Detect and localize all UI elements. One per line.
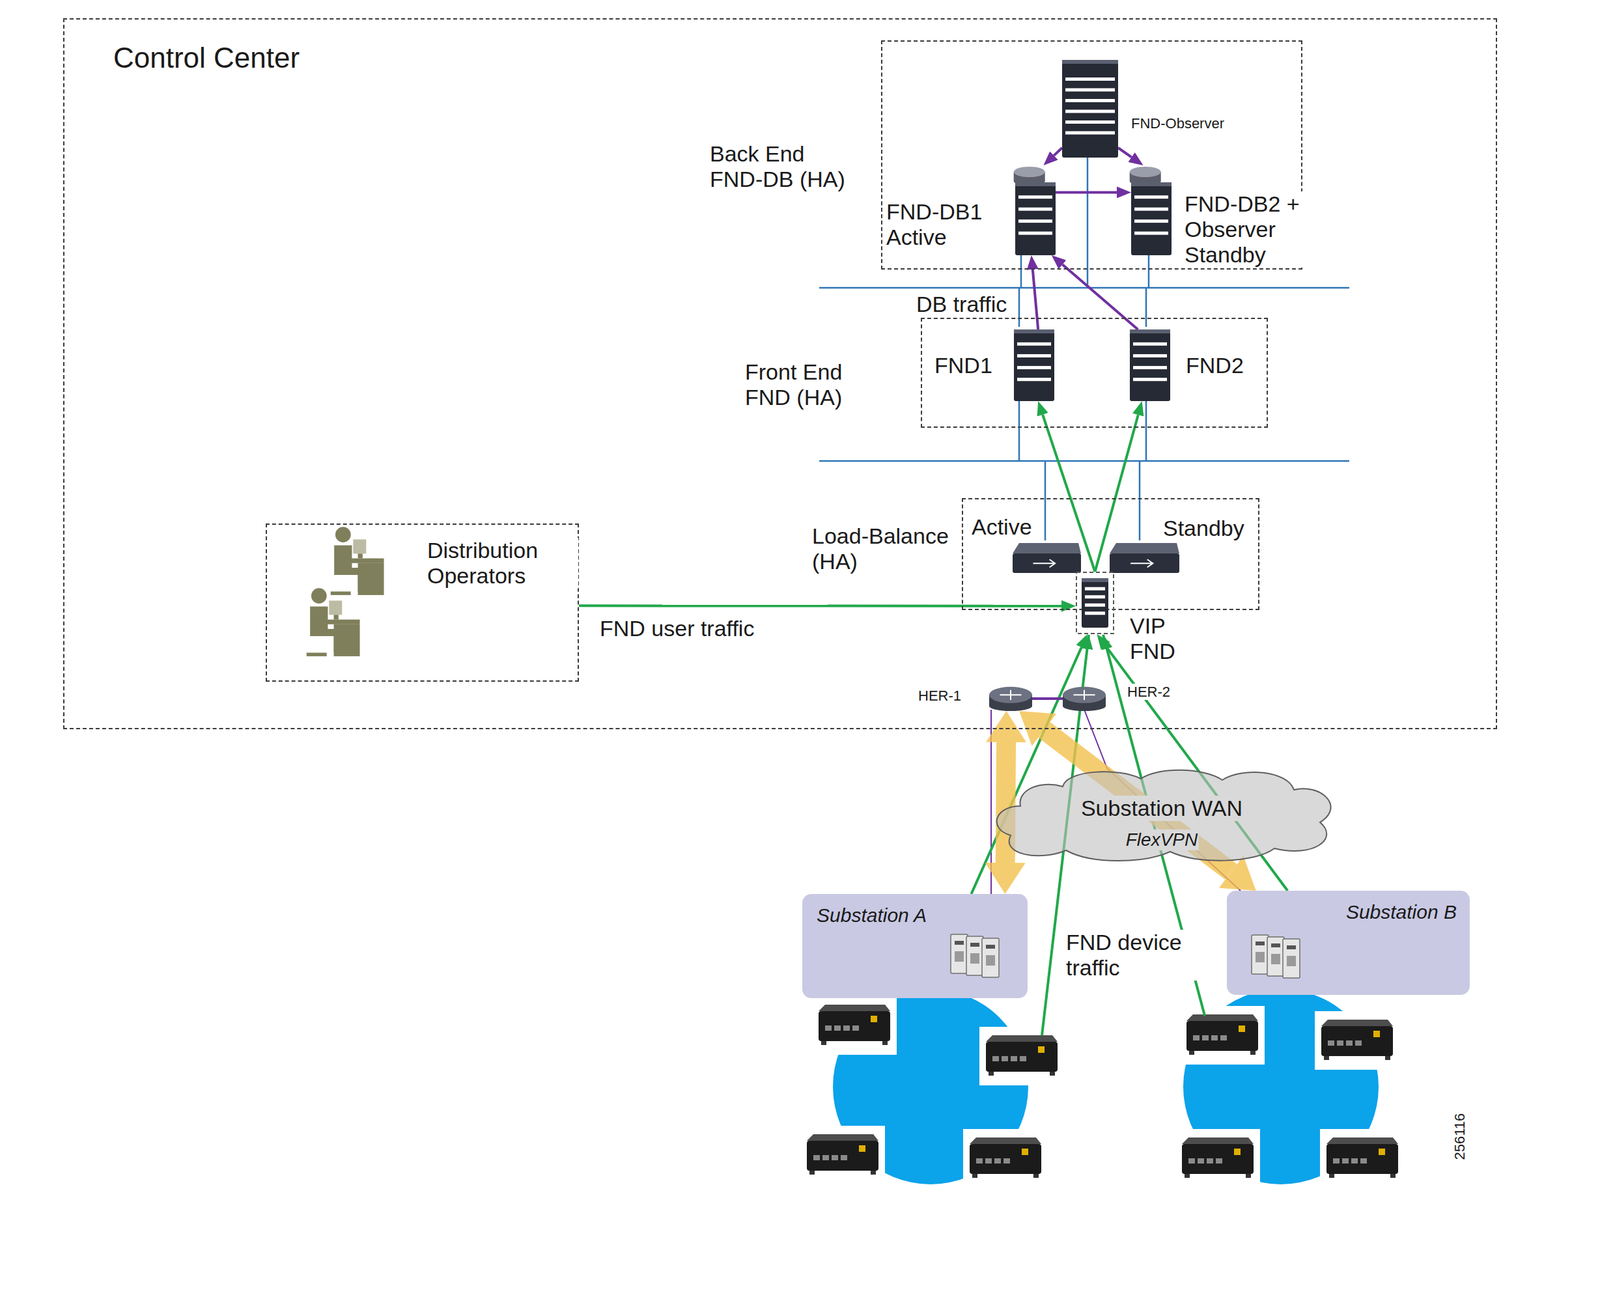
router-mesh bbox=[1175, 989, 1405, 1188]
group-box: Front End FND (HA)FND1FND2 bbox=[920, 317, 1268, 428]
operators-box: Distribution Operators bbox=[265, 523, 579, 682]
node-label: Substation WAN bbox=[1079, 795, 1244, 822]
node-label: HER-2 bbox=[1125, 683, 1172, 701]
traffic-label: FND device traffic bbox=[1064, 929, 1224, 981]
traffic-arrow bbox=[1055, 190, 1117, 194]
icon bbox=[1129, 329, 1171, 402]
icon bbox=[1062, 686, 1106, 712]
server-icon: FND1 bbox=[1013, 329, 1055, 402]
substation-box: Substation B bbox=[1226, 890, 1470, 996]
traffic-label: DB traffic bbox=[914, 291, 1009, 318]
network-rails bbox=[819, 154, 1350, 541]
traffic-arrow bbox=[1032, 697, 1063, 701]
traffic-arrow bbox=[1032, 269, 1039, 330]
icon bbox=[1062, 59, 1119, 158]
node-label: FND-DB2 + Observer Standby bbox=[1183, 191, 1330, 268]
icon bbox=[1015, 165, 1056, 256]
node-label: FND-Observer bbox=[1129, 115, 1226, 132]
operator-figures bbox=[306, 526, 385, 657]
virtual-ip: VIP FND bbox=[1075, 571, 1115, 635]
traffic-arrow bbox=[1062, 264, 1138, 330]
traffic-arrow bbox=[971, 647, 1082, 895]
router-icon: HER-1 bbox=[989, 686, 1033, 712]
icon bbox=[1075, 571, 1115, 635]
node-label: FlexVPN bbox=[1124, 829, 1199, 851]
traffic-arrow bbox=[1118, 147, 1132, 157]
router-icon: HER-2 bbox=[1062, 686, 1106, 712]
node-label: FND1 bbox=[933, 352, 994, 379]
icon bbox=[1012, 543, 1081, 574]
traffic-arrow bbox=[578, 604, 1062, 607]
icon bbox=[1013, 329, 1055, 402]
node-label: Distribution Operators bbox=[425, 537, 579, 589]
node-label: Load-Balance (HA) bbox=[810, 523, 954, 575]
load-balancer: Standby bbox=[1109, 543, 1180, 574]
icon bbox=[1131, 165, 1172, 256]
node-label: Substation A bbox=[815, 904, 928, 928]
router-mesh bbox=[800, 989, 1065, 1188]
server-icon: FND2 bbox=[1129, 329, 1171, 402]
node-label: Active bbox=[970, 514, 1034, 540]
node-label: VIP FND bbox=[1128, 613, 1193, 665]
node-label: FND2 bbox=[1184, 352, 1246, 379]
node-label: Standby bbox=[1161, 515, 1246, 542]
database-server: FND-DB2 + Observer Standby bbox=[1131, 165, 1172, 256]
node-label: Back End FND-DB (HA) bbox=[708, 141, 861, 193]
load-balancer: Active bbox=[1012, 543, 1081, 574]
node-label: FND-DB1 Active bbox=[884, 199, 1012, 251]
substation-box: Substation A bbox=[802, 894, 1028, 999]
node-label: Front End FND (HA) bbox=[743, 359, 871, 411]
icon bbox=[1109, 543, 1180, 574]
figure-number: 256116 bbox=[1451, 1112, 1468, 1162]
group-box: Back End FND-DB (HA)FND-ObserverFND-DB1 … bbox=[881, 40, 1303, 270]
group-box: Load-Balance (HA)ActiveStandbyVIP FND bbox=[961, 498, 1260, 611]
icon bbox=[989, 686, 1033, 712]
node-label: Control Center bbox=[112, 41, 301, 75]
edge-label: FND user traffic bbox=[598, 616, 756, 642]
server-icon: FND-Observer bbox=[1062, 59, 1119, 158]
traffic-arrow bbox=[1053, 147, 1063, 156]
node-label: HER-1 bbox=[916, 687, 963, 704]
wan-cloud: Substation WAN FlexVPN bbox=[981, 767, 1343, 863]
region-box: Control CenterBack End FND-DB (HA)FND-Ob… bbox=[63, 18, 1498, 730]
tunnel-arrow bbox=[1005, 742, 1007, 863]
node-label: Substation B bbox=[1344, 901, 1459, 925]
database-server: FND-DB1 Active bbox=[1015, 165, 1056, 256]
